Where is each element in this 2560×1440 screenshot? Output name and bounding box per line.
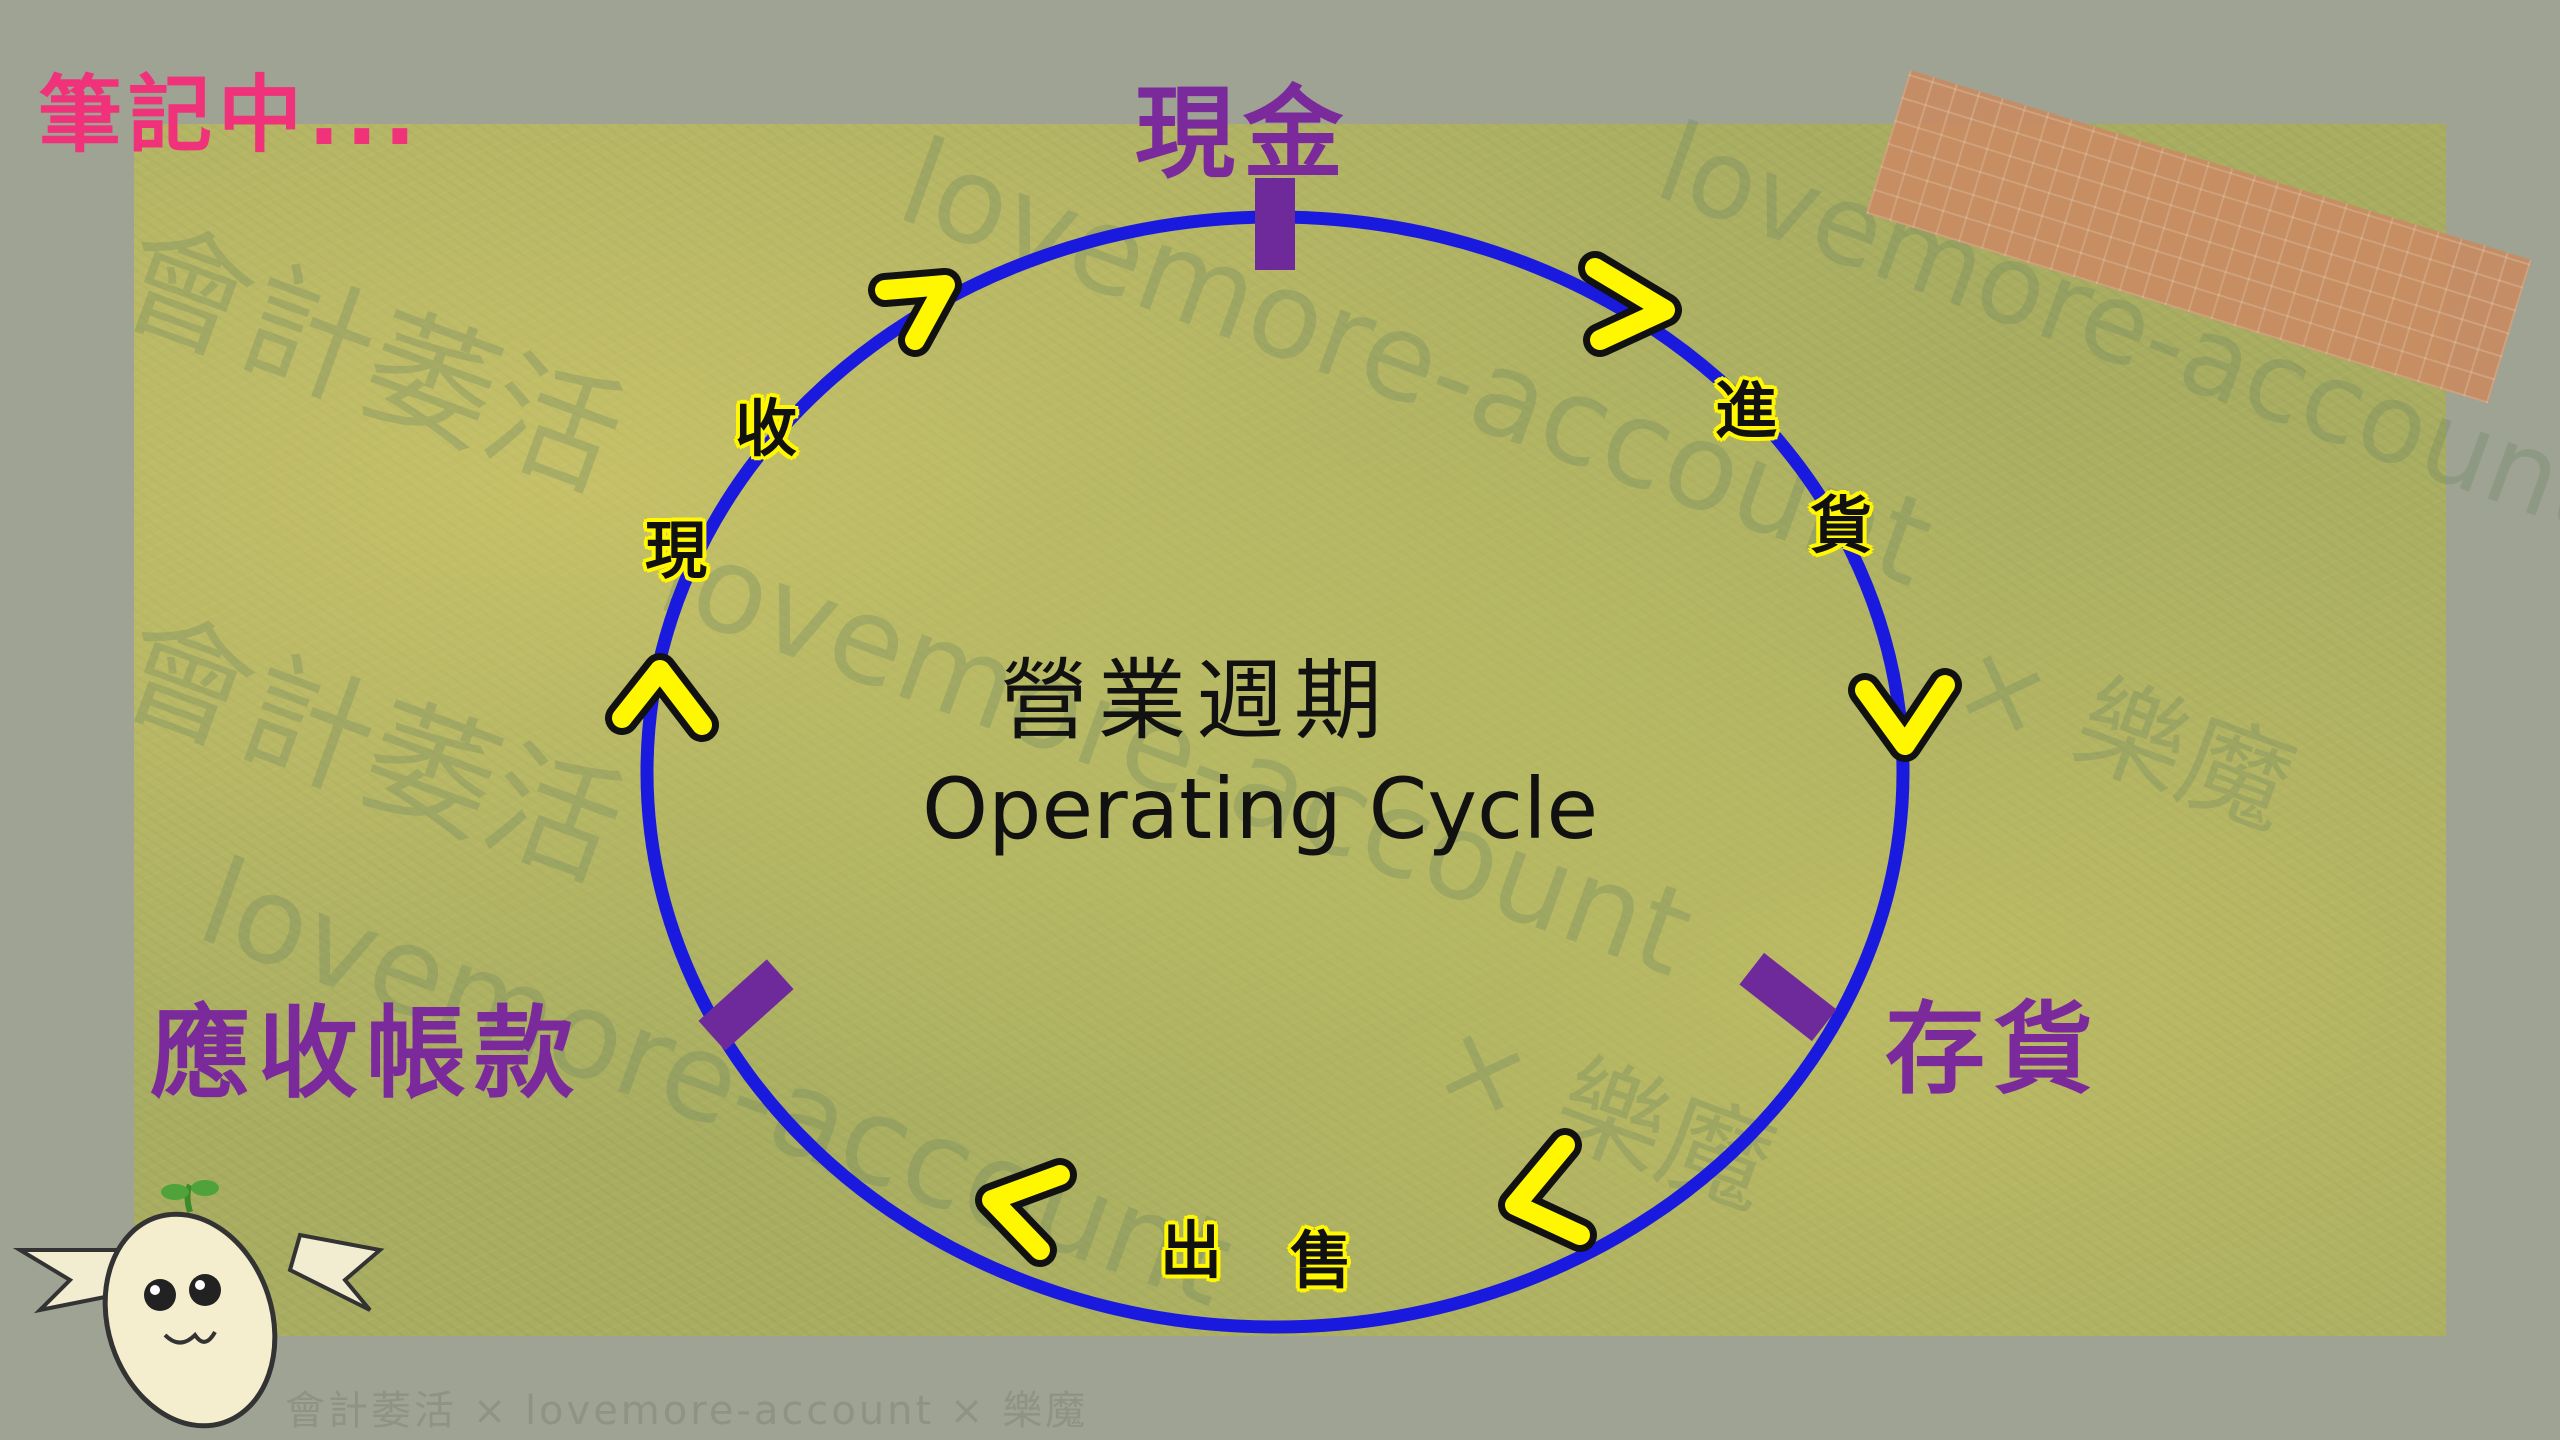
step-purchase-char-2: 貨 (1810, 489, 1873, 562)
node-label-cash: 現金 (1135, 75, 1351, 192)
node-label-receivable: 應收帳款 (150, 995, 582, 1112)
chevron-arrow-icon (1498, 1128, 1597, 1252)
node-label-inventory: 存貨 (1885, 991, 2101, 1108)
node-marker-cash (1255, 178, 1295, 270)
footer-credit: 會計萎活 × lovemore-account × 樂魔 (285, 1388, 1089, 1434)
step-sale-char-2: 售 (1290, 1224, 1353, 1297)
chevron-arrow-icon (1578, 251, 1682, 357)
step-purchase-char-1: 進 (1715, 374, 1778, 447)
center-title-zh: 營業週期 (1000, 649, 1393, 752)
node-marker-receivable (698, 959, 794, 1051)
note-label: 筆記中... (38, 66, 422, 164)
node-marker-inventory (1739, 952, 1837, 1042)
step-collect-char-1: 現 (645, 514, 708, 587)
chevron-arrow-icon (868, 268, 962, 357)
step-sale-char-1: 出 (1160, 1214, 1223, 1287)
chevron-arrow-icon (975, 1158, 1077, 1267)
center-title-en: Operating Cycle (922, 760, 1599, 858)
chevron-arrow-icon (1848, 668, 1962, 762)
radish-bat-mascot-icon (12, 1180, 385, 1429)
chevron-arrow-icon (605, 653, 719, 742)
textured-board: 會計萎活 lovemore-account lovemore-account 會… (100, 98, 2560, 1336)
step-collect-char-2: 收 (735, 392, 798, 465)
